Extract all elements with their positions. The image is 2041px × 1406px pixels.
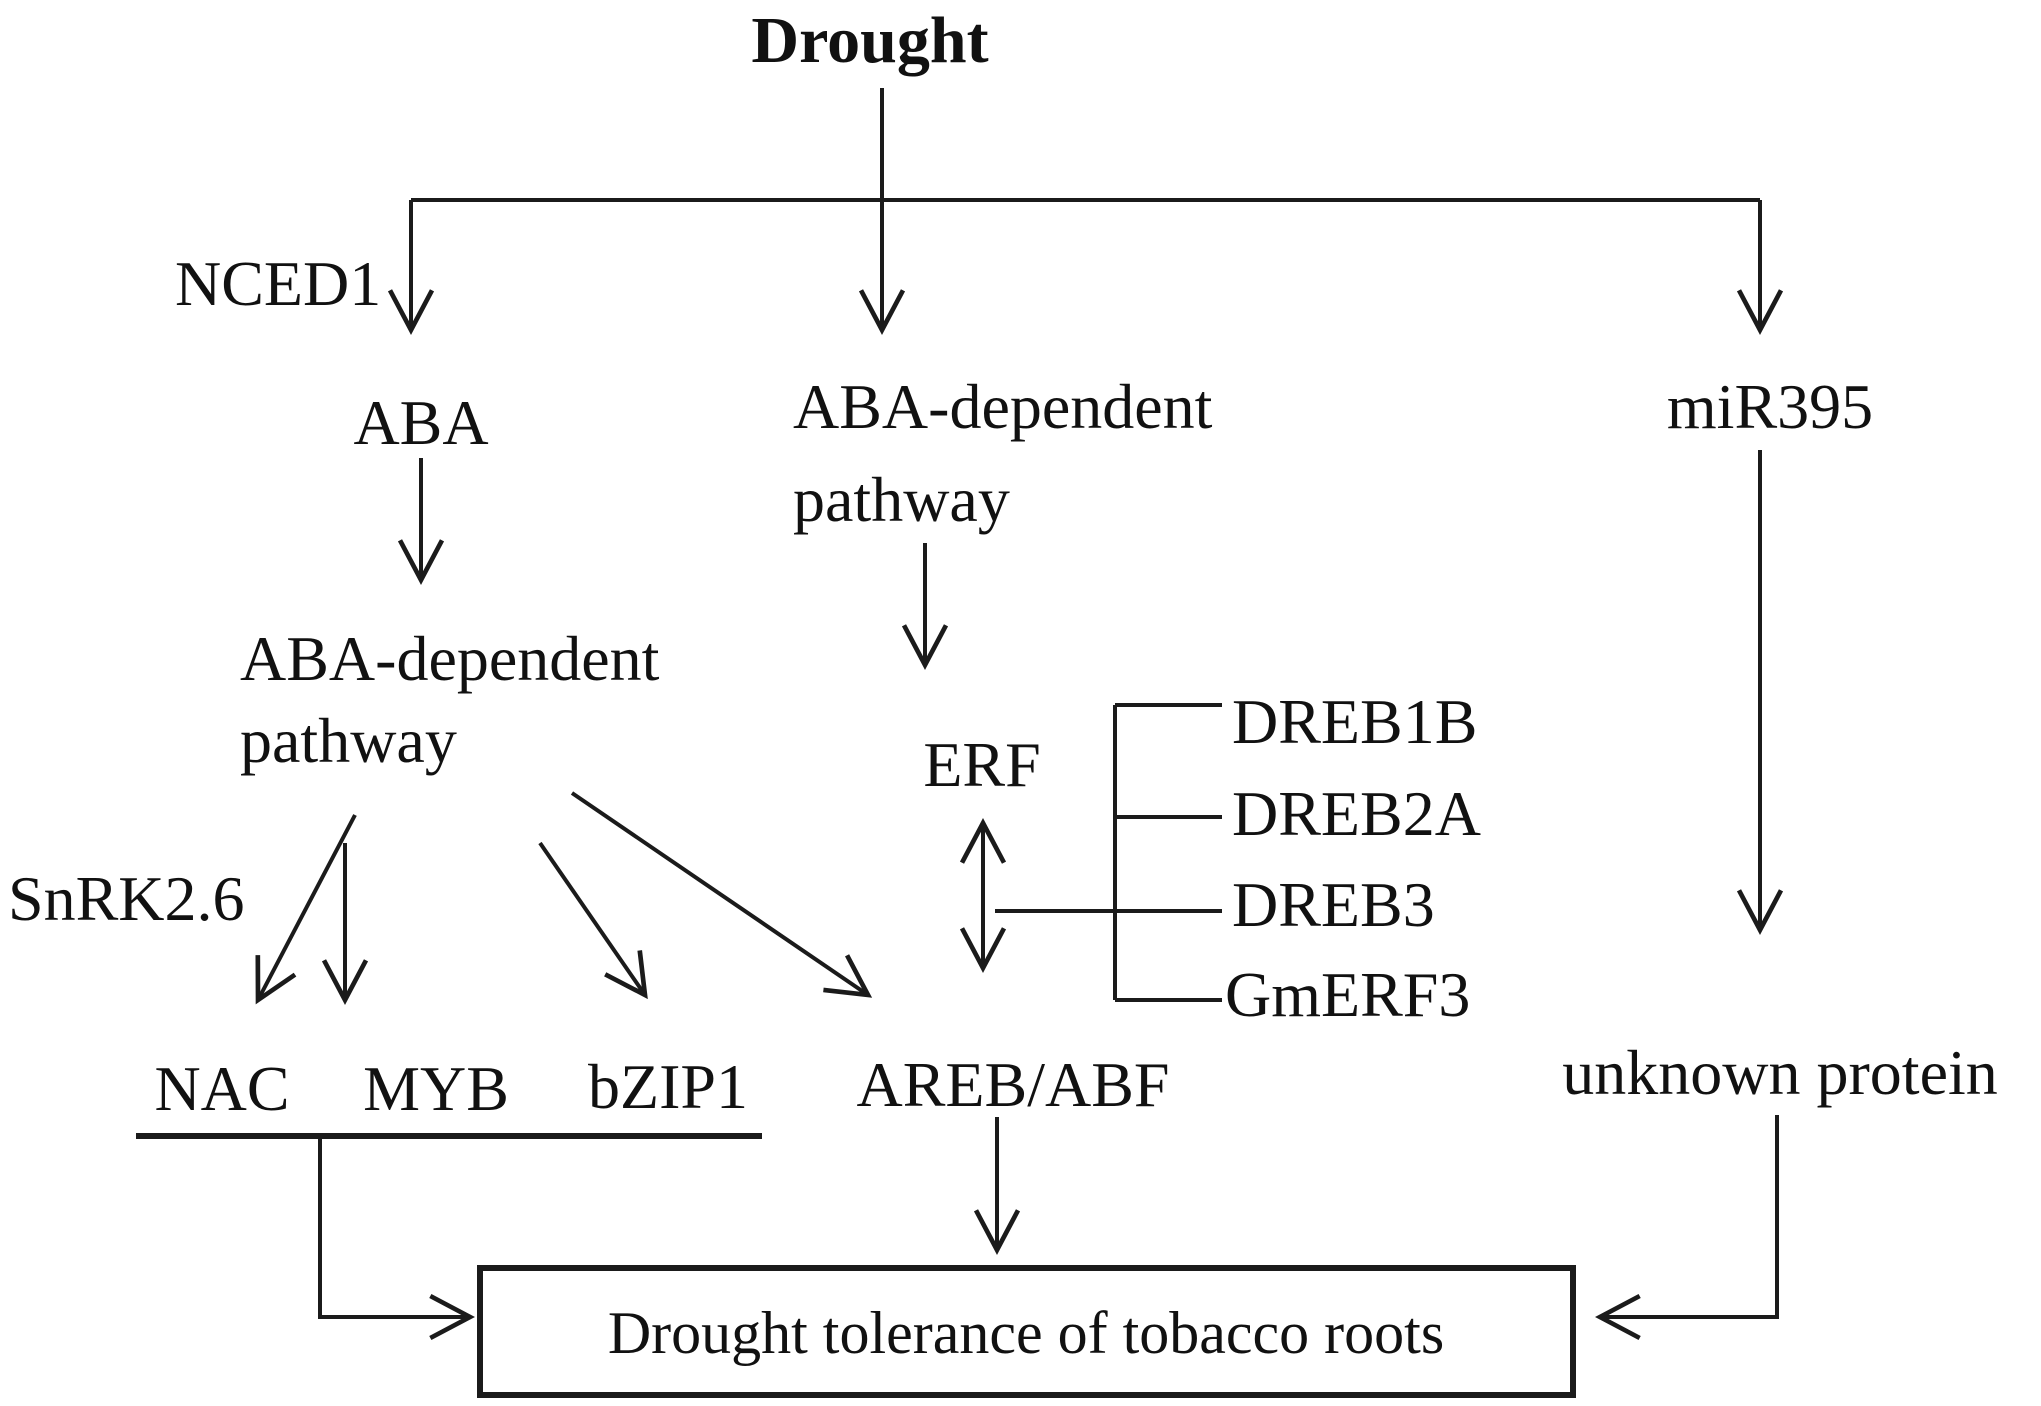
node-mid-pathway-line2: pathway — [793, 464, 1010, 535]
node-myb: MYB — [363, 1053, 509, 1124]
node-drought: Drought — [751, 4, 988, 77]
node-mir395: miR395 — [1667, 371, 1873, 442]
node-snrk26: SnRK2.6 — [8, 863, 245, 934]
arrow-left-pathway-to-areb — [570, 791, 873, 998]
node-areb-abf: AREB/ABF — [857, 1049, 1170, 1120]
node-mid-pathway-line1: ABA-dependent — [793, 371, 1213, 442]
node-bzip1: bZIP1 — [588, 1051, 748, 1122]
node-outcome: Drought tolerance of tobacco roots — [608, 1300, 1444, 1366]
node-dreb1b: DREB1B — [1232, 686, 1477, 757]
node-nac: NAC — [154, 1053, 289, 1124]
node-nced1: NCED1 — [175, 248, 381, 319]
node-erf: ERF — [923, 729, 1040, 800]
elbow-arrow-unknown-to-outcome — [1595, 1115, 1779, 1341]
node-left-pathway-line1: ABA-dependent — [240, 623, 660, 694]
node-dreb2a: DREB2A — [1232, 778, 1481, 849]
outcome-box — [477, 1265, 1576, 1398]
node-gmerf3: GmERF3 — [1225, 959, 1470, 1030]
arrow-left-pathway-to-nac — [255, 814, 357, 1005]
node-dreb3: DREB3 — [1232, 869, 1435, 940]
elbow-arrow-tfs-to-outcome — [318, 1139, 475, 1341]
arrow-left-pathway-to-bzip1 — [538, 841, 648, 1000]
node-left-pathway-line2: pathway — [240, 705, 457, 776]
node-unknown-protein: unknown protein — [1562, 1037, 1998, 1108]
node-aba: ABA — [353, 387, 488, 458]
